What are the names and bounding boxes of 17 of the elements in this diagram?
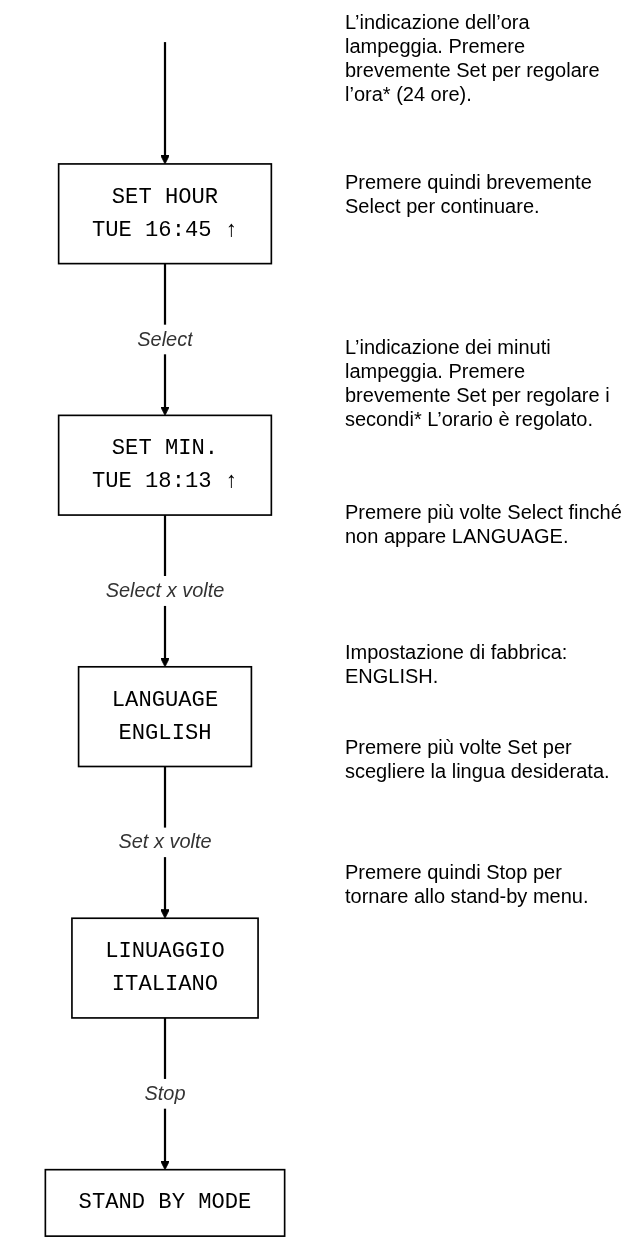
node-box: SET HOUR TUE 16:45 ↑: [57, 163, 273, 265]
node-box: LANGUAGE ENGLISH: [77, 665, 253, 768]
arrow: [160, 42, 170, 165]
node-box: SET MIN. TUE 18:13 ↑: [57, 414, 273, 516]
edge-label: Select x volte: [105, 579, 225, 602]
instruction-note: Premere quindi Stop per tornare allo stand-by menu.: [345, 860, 590, 908]
edge-label: Stop: [144, 1082, 186, 1105]
node-box: LINUAGGIO ITALIANO: [71, 917, 259, 1019]
instruction-note: Premere più volte Select finché non appare LANGUAGE.: [345, 500, 623, 548]
instruction-note: Premere quindi brevemente Select per continuare.: [345, 170, 593, 218]
edge-label: Set x volte: [118, 830, 212, 853]
instruction-note: Impostazione di fabbrica: ENGLISH.: [345, 640, 569, 688]
instruction-note: L’indicazione dell’ora lampeggia. Premere brevemente Set per regolare l’ora* (24 ore).: [345, 10, 601, 106]
instruction-note: L’indicazione dei minuti lampeggia. Premere brevemente Set per regolare i secondi* L’orario è regolato.: [345, 335, 611, 431]
instruction-note: Premere più volte Set per scegliere la lingua desiderata.: [345, 735, 611, 783]
node-box: STAND BY MODE: [44, 1168, 286, 1237]
edge-label: Select: [137, 327, 193, 351]
